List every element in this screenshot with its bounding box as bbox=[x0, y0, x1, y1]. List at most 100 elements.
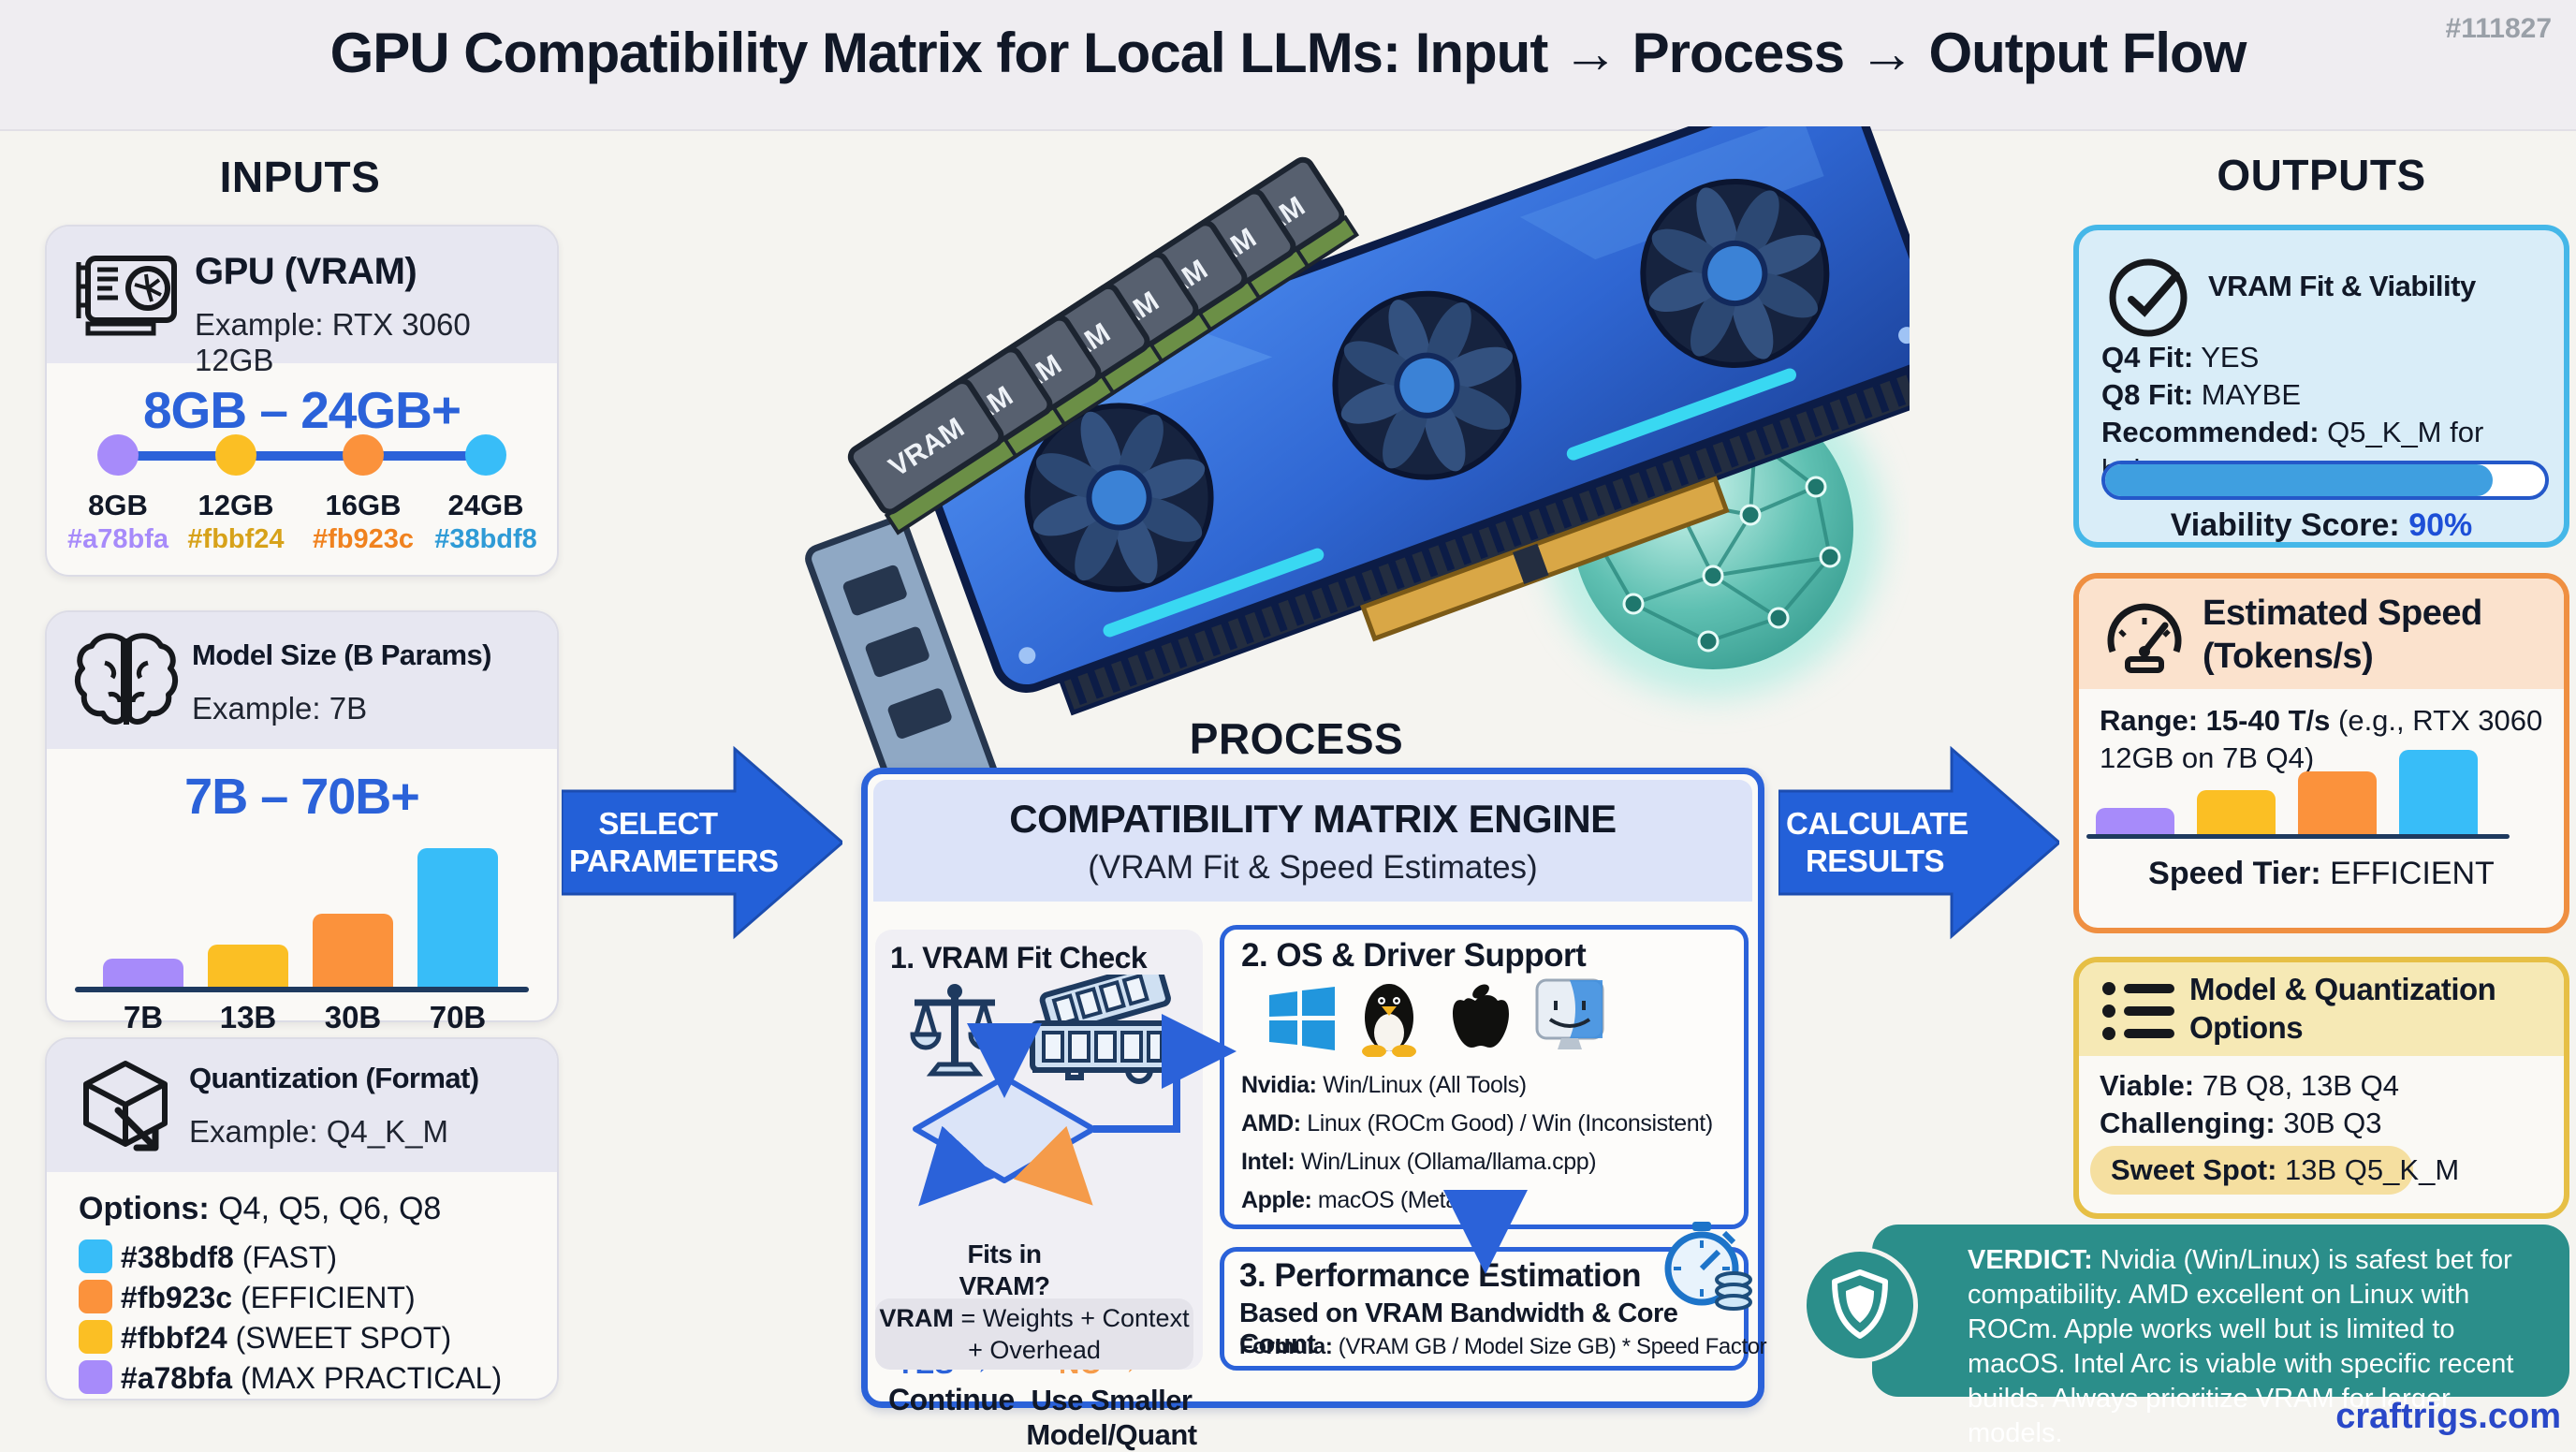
viability-title: VRAM Fit & Viability bbox=[2208, 270, 2476, 302]
input-card-model-size: Model Size (B Params) Example: 7B 7B – 7… bbox=[45, 610, 559, 1034]
linux-tux-icon bbox=[1362, 984, 1416, 1057]
model-bar-70b bbox=[417, 848, 498, 987]
legend-hex: #a78bfa bbox=[120, 1361, 233, 1395]
vram-slider-stop-16gb[interactable] bbox=[343, 434, 384, 476]
stop-label: 16GB bbox=[325, 489, 402, 521]
legend-hex: #fb923c bbox=[120, 1281, 233, 1314]
vram-slider-track[interactable] bbox=[118, 451, 486, 461]
step2-os-driver-panel: 2. OS & Driver Support Nvidia: Win/Linux… bbox=[1220, 925, 1749, 1229]
ram-stick-icon bbox=[1030, 975, 1176, 1084]
step3-performance-panel: 3. Performance Estimation Based on VRAM … bbox=[1220, 1222, 1767, 1371]
quant-card-title: Quantization (Format) bbox=[189, 1062, 479, 1094]
model-bar-13b bbox=[208, 945, 288, 987]
speed-bar-2 bbox=[2197, 790, 2276, 834]
speedometer-icon bbox=[2107, 603, 2182, 673]
select-parameters-arrow: SELECT PARAMETERS bbox=[562, 740, 842, 946]
viability-progress-track bbox=[2101, 461, 2549, 500]
verdict-banner: VERDICT: Nvidia (Win/Linux) is safest be… bbox=[1872, 1225, 2569, 1448]
speed-title: Estimated Speed (Tokens/s) bbox=[2203, 594, 2482, 676]
speed-bar-1 bbox=[2096, 808, 2174, 834]
gpu-card-illustration bbox=[805, 126, 1910, 782]
stop-label: 8GB bbox=[88, 489, 148, 521]
step3-title: 3. Performance Estimation bbox=[1239, 1257, 1642, 1294]
vram-formula-note: VRAM = Weights + Context + Overhead bbox=[875, 1298, 1193, 1370]
legend-hex: #38bdf8 bbox=[120, 1240, 234, 1274]
gpu-card-title: GPU (VRAM) bbox=[195, 251, 417, 292]
select-parameters-label: SELECT PARAMETERS bbox=[569, 806, 779, 878]
legend-label: (FAST) bbox=[242, 1240, 338, 1274]
gpu-card-example: Example: RTX 3060 12GB bbox=[195, 307, 471, 377]
quant-card-header bbox=[47, 1039, 557, 1172]
vram-slider-stop-8gb[interactable] bbox=[97, 434, 139, 476]
brain-icon bbox=[75, 633, 178, 725]
corner-badge: #111827 bbox=[2445, 13, 2552, 44]
bulleted-list-icon bbox=[2102, 982, 2174, 1040]
quant-card-example: Example: Q4_K_M bbox=[189, 1114, 448, 1149]
legend-label: (EFFICIENT) bbox=[240, 1281, 416, 1314]
model-card-example: Example: 7B bbox=[192, 691, 368, 726]
vram-slider-stop-24gb[interactable] bbox=[465, 434, 506, 476]
stop-label: 24GB bbox=[447, 489, 524, 521]
verdict-text: VERDICT: Nvidia (Win/Linux) is safest be… bbox=[1968, 1245, 2514, 1448]
step3-formula: Formula: (VRAM GB / Model Size GB) * Spe… bbox=[1239, 1334, 1767, 1359]
model-chart-axis bbox=[75, 987, 529, 992]
quant-legend-item-sweetspot: #fbbf24 (SWEET SPOT) bbox=[79, 1320, 451, 1356]
quant-legend-item-efficient: #fb923c (EFFICIENT) bbox=[79, 1280, 416, 1315]
legend-label: (SWEET SPOT) bbox=[235, 1321, 452, 1355]
input-card-gpu-vram: GPU (VRAM) Example: RTX 3060 12GB 8GB – … bbox=[45, 225, 559, 577]
quant-options-line: Options: Q4, Q5, Q6, Q8 bbox=[79, 1191, 441, 1227]
verdict-shield-badge bbox=[1802, 1247, 1918, 1363]
quant-options-values: Q4, Q5, Q6, Q8 bbox=[218, 1191, 442, 1226]
model-bar-30b bbox=[313, 914, 393, 987]
options-rows: Viable: 7B Q8, 13B Q4 Challenging: 30B Q… bbox=[2100, 1069, 2399, 1139]
engine-subtitle: (VRAM Fit & Speed Estimates) bbox=[1088, 849, 1538, 886]
viability-rows: Q4 Fit: YES Q8 Fit: MAYBE Recommended: Q… bbox=[2101, 341, 2484, 486]
page-title: GPU Compatibility Matrix for Local LLMs:… bbox=[329, 22, 2247, 84]
vram-slider-stop-12gb[interactable] bbox=[215, 434, 256, 476]
gpu-hero-illustration: VRAM VRAM VRAM VRAM VRAM VRAM VRAM VRAM bbox=[805, 126, 1910, 782]
legend-swatch-orange bbox=[79, 1280, 112, 1313]
stop-label: 12GB bbox=[198, 489, 274, 521]
output-card-viability: VRAM Fit & Viability Q4 Fit: YES Q8 Fit:… bbox=[2073, 225, 2569, 548]
block-arrow-right-icon bbox=[562, 745, 842, 940]
quant-legend-item-fast: #38bdf8 (FAST) bbox=[79, 1239, 337, 1275]
process-heading: PROCESS bbox=[1189, 714, 1404, 763]
stop-hex: #fb923c bbox=[312, 524, 414, 554]
model-bar-7b bbox=[103, 959, 183, 987]
apple-logo-icon bbox=[1453, 984, 1509, 1048]
legend-hex: #fbbf24 bbox=[120, 1321, 227, 1355]
stopwatch-coins-icon bbox=[1664, 1222, 1752, 1311]
macos-finder-icon bbox=[1535, 978, 1604, 1049]
model-bar-label: 7B bbox=[123, 1000, 164, 1034]
speed-tier-line: Speed Tier: EFFICIENT bbox=[2148, 856, 2495, 891]
model-range-text: 7B – 70B+ bbox=[184, 769, 420, 825]
step2-title: 2. OS & Driver Support bbox=[1241, 937, 1587, 974]
viability-score-value: 90% bbox=[2408, 507, 2473, 543]
sweet-spot-pill: Sweet Spot: 13B Q5_K_M bbox=[2090, 1146, 2459, 1195]
os-support-lines: Nvidia: Win/Linux (All Tools) AMD: Linux… bbox=[1241, 1072, 1713, 1213]
speed-bar-4 bbox=[2399, 750, 2478, 834]
stop-hex: #38bdf8 bbox=[434, 524, 537, 554]
speed-bar-3 bbox=[2298, 771, 2377, 834]
diamond-question: Fits in VRAM? bbox=[959, 1239, 1050, 1300]
model-bar-label: 13B bbox=[219, 1000, 277, 1034]
check-circle-icon bbox=[2109, 258, 2188, 337]
inputs-heading: INPUTS bbox=[219, 153, 381, 201]
output-card-speed: Estimated Speed (Tokens/s) Range: 15-40 … bbox=[2073, 573, 2569, 933]
viability-score-line: Viability Score: 90% bbox=[2170, 507, 2473, 543]
speed-range-line: Range: 15-40 T/s (e.g., RTX 3060 12GB on… bbox=[2100, 704, 2543, 774]
speed-chart-axis bbox=[2086, 834, 2510, 839]
stop-hex: #fbbf24 bbox=[187, 524, 285, 554]
cube-resize-icon bbox=[83, 1061, 168, 1151]
block-arrow-right-icon bbox=[1778, 745, 2059, 940]
stop-hex: #a78bfa bbox=[66, 524, 168, 554]
viability-progress-fill bbox=[2105, 464, 2493, 496]
model-card-title: Model Size (B Params) bbox=[192, 638, 491, 671]
watermark-link[interactable]: craftrigs.com bbox=[2335, 1397, 2561, 1436]
legend-swatch-yellow bbox=[79, 1320, 112, 1354]
engine-header: COMPATIBILITY MATRIX ENGINE (VRAM Fit & … bbox=[873, 780, 1752, 902]
outputs-heading: OUTPUTS bbox=[2217, 151, 2426, 199]
model-bar-label: 30B bbox=[324, 1000, 382, 1034]
page-header: GPU Compatibility Matrix for Local LLMs:… bbox=[0, 0, 2576, 131]
calculate-results-arrow: CALCULATE RESULTS bbox=[1778, 740, 2059, 946]
